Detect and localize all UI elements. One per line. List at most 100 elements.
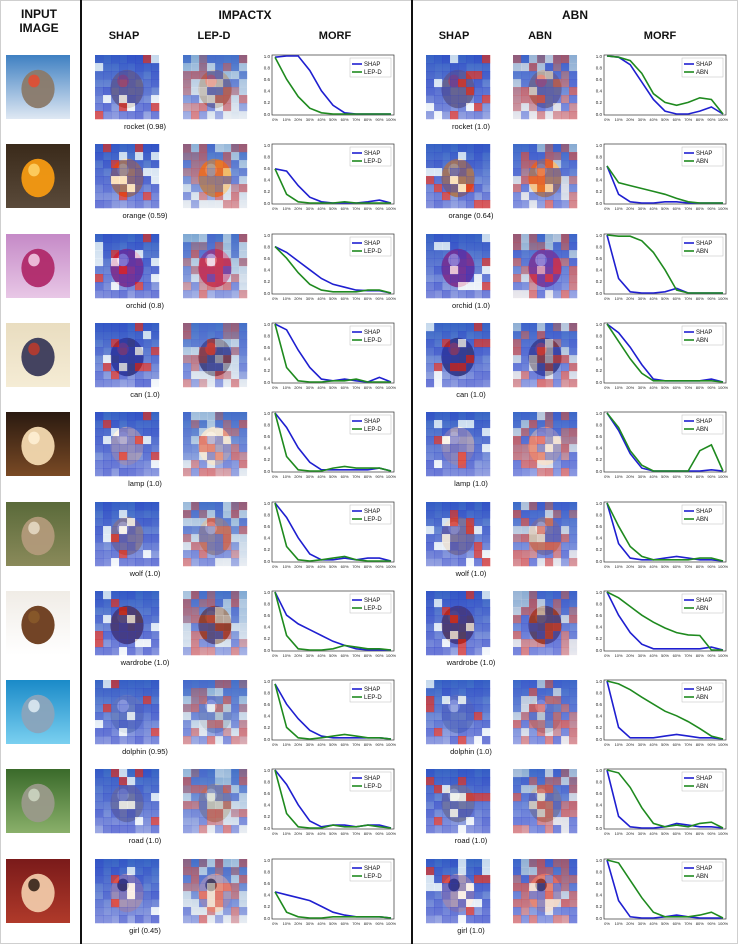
heatmap-cell bbox=[127, 339, 136, 348]
heatmap-cell bbox=[442, 696, 451, 705]
heatmap-cell bbox=[569, 859, 578, 868]
y-tick-label: 0.6 bbox=[264, 702, 271, 707]
heatmap-cell bbox=[529, 468, 538, 477]
heatmap-cell bbox=[434, 712, 443, 721]
heatmap-cell bbox=[239, 200, 248, 209]
heatmap-cell bbox=[442, 144, 451, 153]
heatmap-cell bbox=[482, 444, 491, 453]
heatmap-cell bbox=[537, 801, 546, 810]
heatmap-cell bbox=[474, 95, 483, 104]
y-tick-label: 0.4 bbox=[596, 536, 603, 541]
heatmap-cell bbox=[215, 542, 224, 551]
heatmap-cell bbox=[545, 436, 554, 445]
heatmap-cell bbox=[561, 144, 570, 153]
heatmap-cell bbox=[215, 282, 224, 291]
heatmap-cell bbox=[111, 867, 120, 876]
heatmap-cell bbox=[561, 647, 570, 656]
x-tick-label: 30% bbox=[306, 831, 314, 836]
heatmap-cell bbox=[95, 801, 104, 810]
heatmap-cell bbox=[474, 510, 483, 519]
heatmap-cell bbox=[231, 152, 240, 161]
heatmap-cell bbox=[199, 801, 208, 810]
heatmap-cell bbox=[215, 428, 224, 437]
heatmap-cell bbox=[95, 290, 104, 299]
heatmap-cell bbox=[239, 534, 248, 543]
heatmap-cell bbox=[151, 769, 160, 778]
morf-chart-abn: 0.00.20.40.60.81.00%10%20%30%40%50%60%70… bbox=[596, 322, 729, 390]
y-tick-label: 1.0 bbox=[596, 54, 603, 59]
heatmap-cell bbox=[553, 875, 562, 884]
heatmap-cell bbox=[466, 623, 475, 632]
heatmap-cell bbox=[135, 339, 144, 348]
heatmap-cell bbox=[111, 95, 120, 104]
heatmap-cell bbox=[553, 168, 562, 177]
y-tick-label: 0.4 bbox=[596, 625, 603, 630]
heatmap-cell bbox=[103, 502, 112, 511]
heatmap-cell bbox=[151, 817, 160, 826]
heatmap-cell bbox=[426, 875, 435, 884]
heatmap-cell bbox=[111, 331, 120, 340]
heatmap-cell bbox=[191, 801, 200, 810]
heatmap-cell bbox=[231, 647, 240, 656]
heatmap-cell bbox=[199, 144, 208, 153]
heatmap-cell bbox=[521, 631, 530, 640]
heatmap-cell bbox=[215, 558, 224, 567]
heatmap-cell bbox=[95, 79, 104, 88]
y-tick-label: 0.0 bbox=[596, 380, 603, 385]
x-tick-label: 20% bbox=[626, 831, 634, 836]
heatmap-cell bbox=[521, 647, 530, 656]
heatmap-cell bbox=[561, 607, 570, 616]
heatmap-cell bbox=[231, 452, 240, 461]
heatmap-cell bbox=[127, 160, 136, 169]
heatmap-cell bbox=[442, 736, 451, 745]
heatmap-cell bbox=[103, 79, 112, 88]
y-tick-label: 0.8 bbox=[596, 512, 603, 517]
heatmap-cell bbox=[442, 558, 451, 567]
heatmap-cell bbox=[474, 599, 483, 608]
x-tick-label: 40% bbox=[649, 831, 657, 836]
heatmap-cell bbox=[450, 152, 459, 161]
heatmap-cell bbox=[434, 339, 443, 348]
heatmap-cell bbox=[458, 468, 467, 477]
heatmap-cell bbox=[442, 817, 451, 826]
prediction-label-abn: orange (0.64) bbox=[448, 211, 494, 220]
heatmap-cell bbox=[111, 55, 120, 64]
heatmap-cell bbox=[119, 428, 128, 437]
heatmap-cell bbox=[450, 95, 459, 104]
heatmap-cell bbox=[215, 347, 224, 356]
heatmap-cell bbox=[474, 355, 483, 364]
heatmap-cell bbox=[215, 152, 224, 161]
heatmap-cell bbox=[119, 777, 128, 786]
heatmap-cell bbox=[426, 518, 435, 527]
heatmap-cell bbox=[183, 339, 192, 348]
y-tick-label: 0.0 bbox=[264, 112, 271, 117]
heatmap-cell bbox=[569, 510, 578, 519]
heatmap-cell bbox=[151, 696, 160, 705]
heatmap-cell bbox=[103, 323, 112, 332]
heatmap-cell bbox=[143, 875, 152, 884]
heatmap-cell bbox=[183, 785, 192, 794]
heatmap-cell bbox=[474, 720, 483, 729]
heatmap-cell bbox=[521, 468, 530, 477]
heatmap-cell bbox=[529, 444, 538, 453]
x-tick-label: 100% bbox=[718, 206, 729, 211]
heatmap-cell bbox=[119, 192, 128, 201]
heatmap-cell bbox=[119, 176, 128, 185]
heatmap-cell bbox=[450, 266, 459, 275]
heatmap-cell bbox=[466, 339, 475, 348]
row-rocket: rocket (0.98)rocket (1.0)0.00.20.40.60.8… bbox=[6, 54, 729, 131]
heatmap-cell bbox=[482, 825, 491, 834]
heatmap-cell bbox=[569, 144, 578, 153]
heatmap-cell bbox=[95, 558, 104, 567]
heatmap-cell bbox=[103, 184, 112, 193]
heatmap-cell bbox=[569, 436, 578, 445]
heatmap-cell bbox=[434, 176, 443, 185]
heatmap-cell bbox=[537, 623, 546, 632]
heatmap-cell bbox=[513, 266, 522, 275]
x-tick-label: 50% bbox=[329, 117, 337, 122]
photo-highlight bbox=[448, 342, 460, 356]
heatmap-cell bbox=[521, 363, 530, 372]
heatmap-cell bbox=[474, 680, 483, 689]
heatmap-cell bbox=[482, 428, 491, 437]
heatmap-cell bbox=[199, 355, 208, 364]
